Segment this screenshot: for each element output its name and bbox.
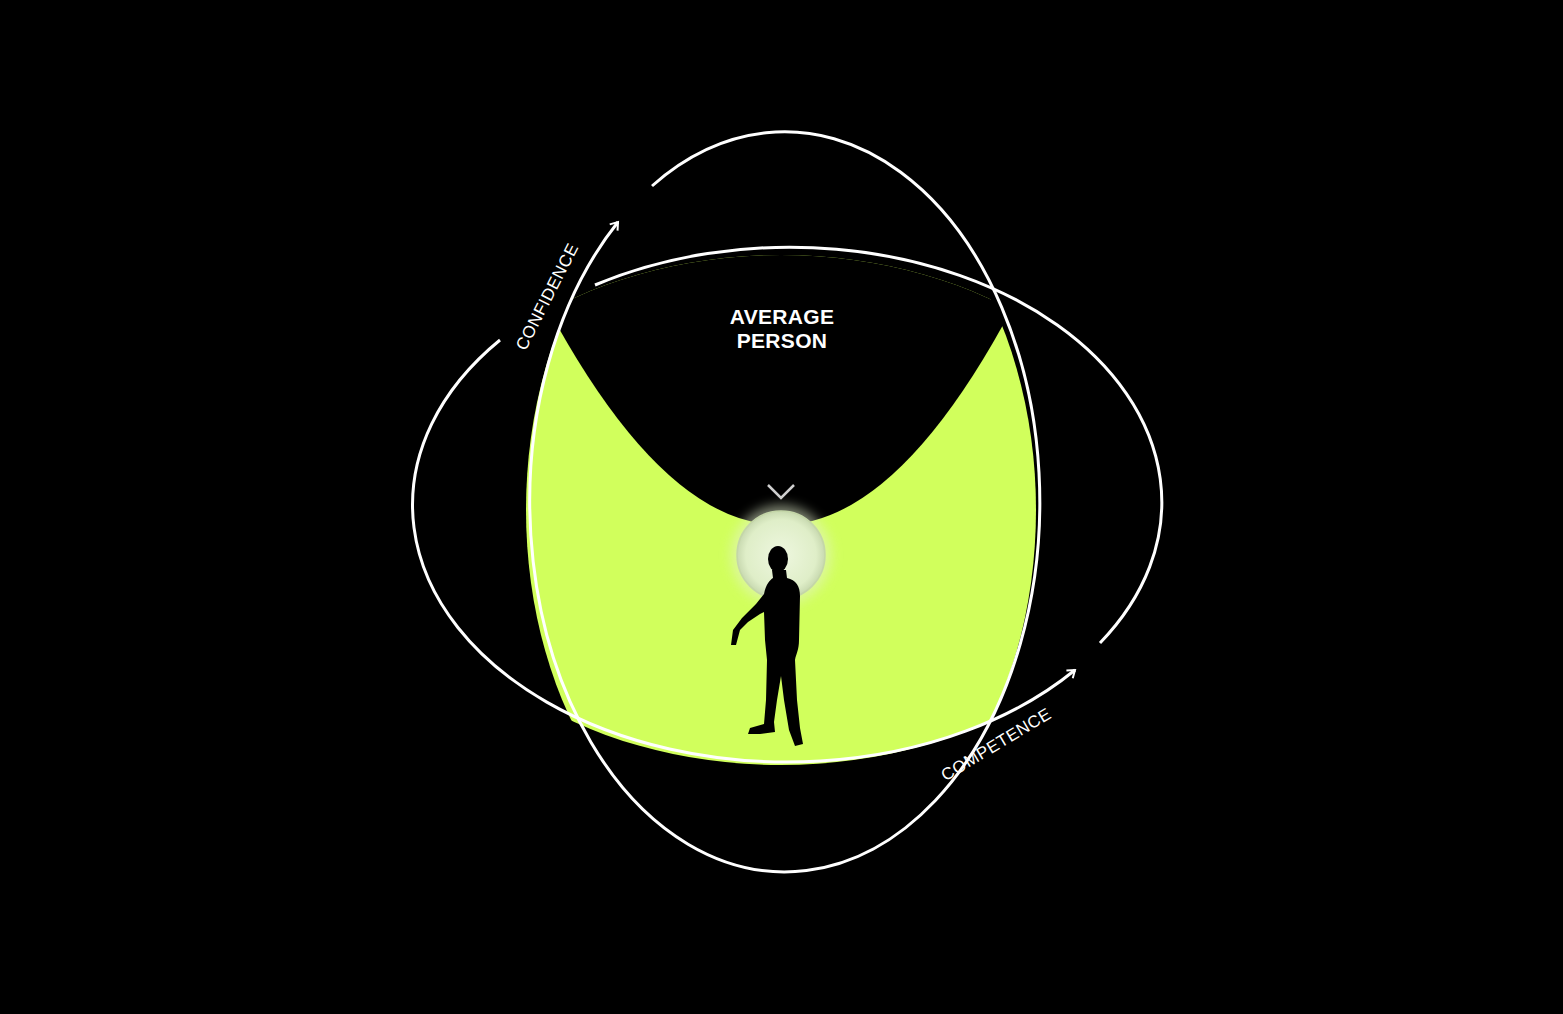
leader-head (768, 485, 794, 498)
callout-label: AVERAGE PERSON (717, 305, 847, 353)
leader-arrow (780, 358, 783, 497)
competence-orbit (413, 340, 1075, 762)
competence-orbit (595, 247, 1162, 643)
person-silhouette (731, 546, 803, 746)
